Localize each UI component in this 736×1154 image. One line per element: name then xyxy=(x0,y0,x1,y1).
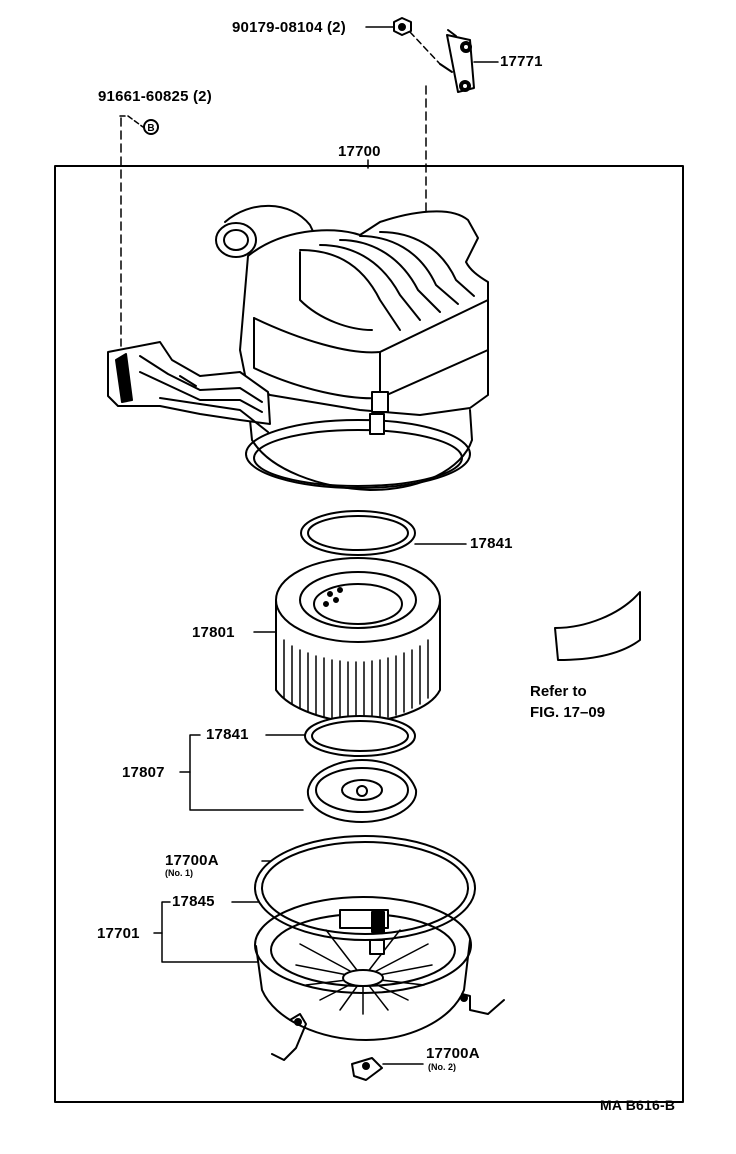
nut-icon xyxy=(393,17,412,36)
gasket-upper-part-label: 17841 xyxy=(470,535,513,552)
cap-assy-bracket xyxy=(189,734,304,811)
clamp-no2-part-label: 17700A xyxy=(426,1045,480,1062)
assembly-part-label: 17700 xyxy=(338,143,381,160)
gasket-upper xyxy=(300,510,416,556)
filter-cap xyxy=(306,759,418,823)
reference-line2: FIG. 17–09 xyxy=(530,704,606,721)
nut-dash-line xyxy=(409,31,441,65)
clamp-no1-part-label: 17700A xyxy=(165,852,219,869)
reference-line1: Refer to xyxy=(530,683,587,700)
gasket-lower-part-label: 17841 xyxy=(206,726,249,743)
svg-text:B: B xyxy=(147,123,154,134)
bolt-marker-icon: B xyxy=(143,119,159,135)
air-cleaner-case xyxy=(254,835,505,1061)
element-part-label: 17801 xyxy=(192,624,235,641)
case-assy-part-label: 17701 xyxy=(97,925,140,942)
clamp-no1-note: (No. 1) xyxy=(165,868,193,878)
bolt-part-label: 91661-60825 (2) xyxy=(98,88,212,105)
clamp-no2-note: (No. 2) xyxy=(428,1062,456,1072)
filter-element xyxy=(275,557,441,723)
cap-assy-part-label: 17807 xyxy=(122,764,165,781)
reference-part-icon xyxy=(554,591,641,661)
footer-code: MA B616-B xyxy=(600,1097,676,1113)
bolt-leader xyxy=(119,115,144,128)
seal-part-label: 17845 xyxy=(172,893,215,910)
air-cleaner-housing xyxy=(107,204,489,491)
bracket-icon xyxy=(439,29,475,93)
assembly-frame xyxy=(54,165,684,1103)
nut-part-label: 90179-08104 (2) xyxy=(232,19,346,36)
case-assy-bracket xyxy=(161,901,259,963)
bracket-part-label: 17771 xyxy=(500,53,543,70)
gasket-lower xyxy=(304,715,416,757)
clamp-no2-icon xyxy=(351,1057,383,1081)
